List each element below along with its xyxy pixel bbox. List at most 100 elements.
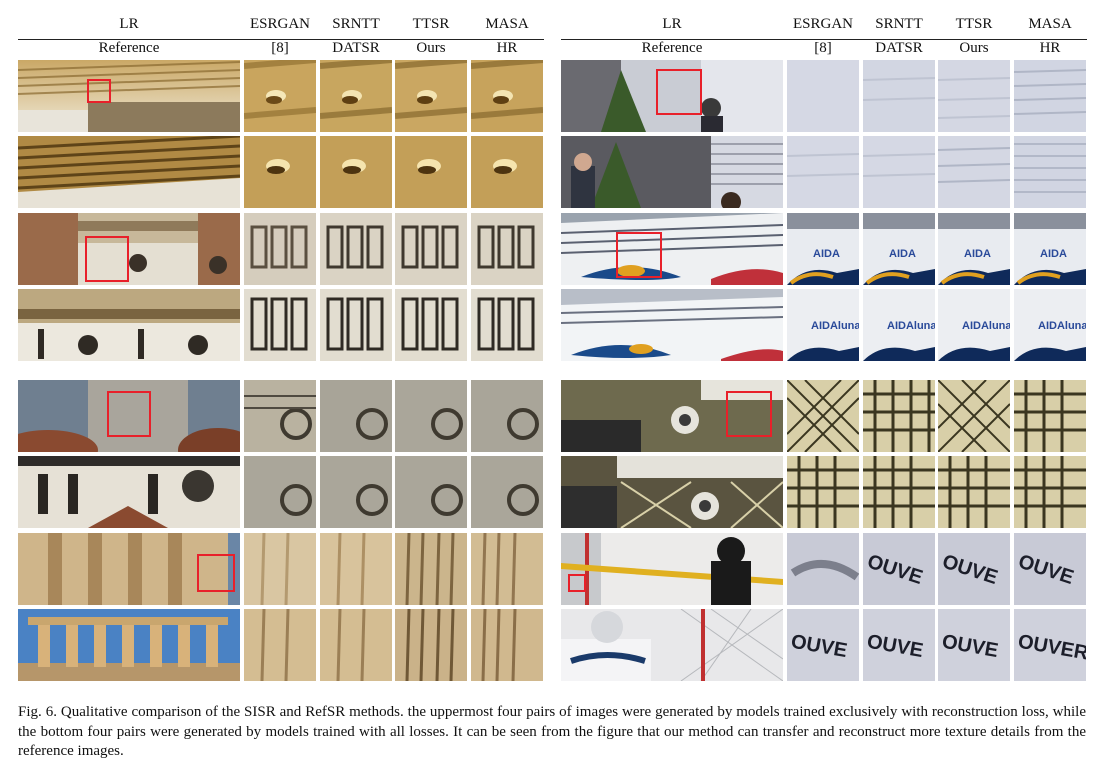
header-masa: MASA <box>485 16 529 32</box>
header-esrgan: ESRGAN <box>249 16 310 32</box>
crop-ours <box>395 289 467 361</box>
crop-datsr <box>320 609 392 681</box>
crop-hr-ref: OUVE <box>787 609 859 681</box>
header-ours: Ours <box>416 40 446 56</box>
crop-ttsr <box>395 213 467 285</box>
crop-srntt <box>863 60 935 132</box>
image-row: OUVE OUVE OUVE OUVER <box>561 609 1087 681</box>
header-srntt: SRNTT <box>875 16 923 32</box>
crop-srntt <box>863 380 935 452</box>
crop-hr-ref <box>244 456 316 528</box>
header-ref-8: [8] <box>814 40 832 56</box>
svg-text:AIDAluna: AIDAluna <box>887 320 935 332</box>
crop-hr-ref: AIDAluna <box>787 289 859 361</box>
lr-image <box>561 213 783 285</box>
crop-hr-ref <box>787 456 859 528</box>
crop-esrgan <box>244 380 316 452</box>
lr-image <box>561 533 783 605</box>
header-masa: MASA <box>1028 16 1072 32</box>
image-row <box>561 380 1087 452</box>
crop-datsr <box>863 456 935 528</box>
crop-masa: AIDA <box>1014 213 1086 285</box>
reference-image <box>561 136 783 208</box>
crop-srntt: AIDA <box>863 213 935 285</box>
image-row <box>18 289 544 361</box>
header-row-methods: LR ESRGAN SRNTT TTSR MASA <box>18 13 544 40</box>
svg-text:AIDAluna: AIDAluna <box>1038 320 1086 332</box>
crop-esrgan: AIDA <box>787 213 859 285</box>
crop-ttsr <box>395 380 467 452</box>
image-row <box>18 136 544 208</box>
crop-hr <box>471 609 543 681</box>
crop-ttsr <box>938 60 1010 132</box>
crop-datsr <box>320 289 392 361</box>
header-hr: HR <box>496 40 518 56</box>
crop-ours <box>395 136 467 208</box>
lr-image <box>18 533 240 605</box>
crop-srntt <box>320 380 392 452</box>
crop-ours <box>938 136 1010 208</box>
crop-masa <box>471 60 543 132</box>
header-row-methods-2: Reference [8] DATSR Ours HR <box>561 37 1087 59</box>
crop-hr <box>471 136 543 208</box>
header-row-methods: LR ESRGAN SRNTT TTSR MASA <box>561 13 1087 40</box>
crop-srntt: OUVE <box>863 533 935 605</box>
crop-datsr <box>320 136 392 208</box>
crop-masa <box>471 213 543 285</box>
svg-text:AIDA: AIDA <box>1040 248 1067 260</box>
image-row <box>18 456 544 528</box>
header-ours: Ours <box>959 40 989 56</box>
lr-image <box>18 380 240 452</box>
crop-masa <box>1014 380 1086 452</box>
crop-srntt <box>320 213 392 285</box>
crop-ttsr: AIDA <box>938 213 1010 285</box>
header-ttsr: TTSR <box>955 16 993 32</box>
image-row <box>18 60 544 132</box>
header-reference: Reference <box>641 40 703 56</box>
header-esrgan: ESRGAN <box>792 16 853 32</box>
reference-image <box>18 136 240 208</box>
crop-datsr <box>863 136 935 208</box>
crop-hr <box>471 289 543 361</box>
crop-hr: AIDAluna <box>1014 289 1086 361</box>
svg-text:AIDA: AIDA <box>964 248 991 260</box>
header-datsr: DATSR <box>875 40 923 56</box>
reference-image <box>18 289 240 361</box>
header-rule <box>18 39 544 40</box>
header-rule <box>561 39 1087 40</box>
image-row <box>561 60 1087 132</box>
reference-image <box>561 609 783 681</box>
image-row <box>18 213 544 285</box>
header-ref-8: [8] <box>271 40 289 56</box>
crop-ttsr: OUVE <box>938 533 1010 605</box>
crop-srntt <box>320 533 392 605</box>
reference-image <box>18 609 240 681</box>
crop-ours <box>938 380 1010 452</box>
crop-ours: AIDAluna <box>938 289 1010 361</box>
image-row: AIDA AIDA AIDA AIDA <box>561 213 1087 285</box>
crop-hr-ref <box>244 136 316 208</box>
crop-ttsr <box>395 533 467 605</box>
crop-esrgan <box>244 60 316 132</box>
crop-ttsr <box>395 60 467 132</box>
crop-hr <box>471 456 543 528</box>
crop-esrgan <box>244 213 316 285</box>
crop-esrgan <box>787 533 859 605</box>
crop-ours <box>938 456 1010 528</box>
header-ttsr: TTSR <box>412 16 450 32</box>
crop-masa <box>471 533 543 605</box>
header-row-methods-2: Reference [8] DATSR Ours HR <box>18 37 544 59</box>
svg-text:AIDAluna: AIDAluna <box>811 320 859 332</box>
crop-masa <box>471 380 543 452</box>
image-row <box>561 456 1087 528</box>
crop-esrgan <box>244 533 316 605</box>
crop-hr-ref <box>244 609 316 681</box>
header-lr: LR <box>119 16 139 32</box>
crop-hr: OUVER <box>1014 609 1086 681</box>
crop-hr-ref <box>244 289 316 361</box>
crop-hr <box>1014 136 1086 208</box>
lr-image <box>561 380 783 452</box>
crop-srntt <box>320 60 392 132</box>
image-row <box>561 136 1087 208</box>
reference-image <box>18 456 240 528</box>
